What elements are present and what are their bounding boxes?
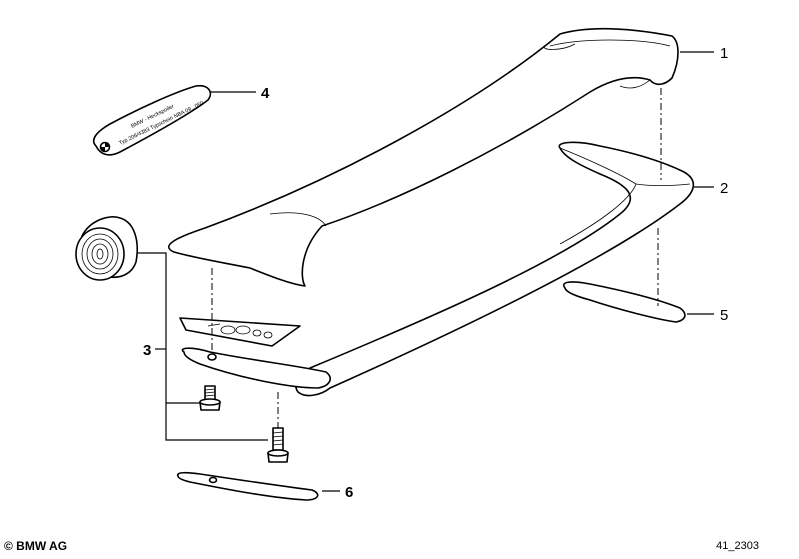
callout-3: 3 (143, 342, 151, 359)
copyright-notice: © BMW AG (4, 539, 68, 553)
callout-1: 1 (720, 45, 728, 62)
assembly-axes (211, 88, 662, 428)
screw-upper[interactable] (199, 385, 221, 411)
diagram-id: 41_2303 (716, 540, 759, 552)
rubber-cap[interactable] (75, 216, 138, 281)
leader-lines (138, 51, 714, 492)
callout-4: 4 (261, 85, 270, 102)
rear-spoiler-base[interactable] (295, 141, 695, 397)
mounting-plate[interactable] (179, 317, 301, 347)
callout-2: 2 (720, 180, 728, 197)
screw-lower[interactable] (267, 427, 289, 463)
callout-5: 5 (720, 307, 728, 324)
label-plate[interactable]: BMW - Heckspoiler Typ 206/4383 Typschein… (92, 84, 212, 156)
cover-strip[interactable] (176, 471, 319, 501)
rear-spoiler-upper[interactable] (167, 27, 679, 287)
callout-6: 6 (345, 484, 353, 501)
spoiler-gasket[interactable] (563, 281, 686, 323)
spoiler-lower-trim[interactable] (181, 347, 331, 389)
